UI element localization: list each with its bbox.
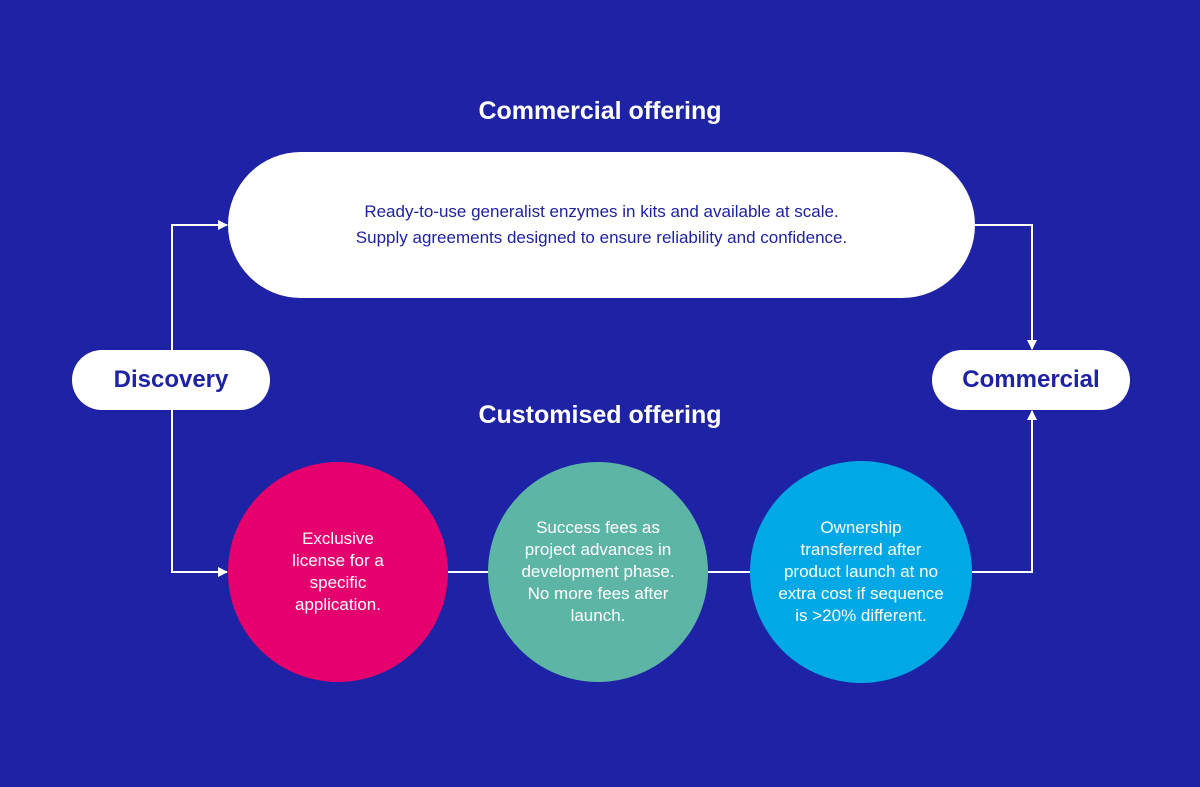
success-fees-step: Success fees as project advances in deve…	[488, 462, 708, 682]
arrow-discovery-to-commercial-offering	[171, 220, 228, 350]
exclusive-license-step: Exclusive license for a specific applica…	[228, 462, 448, 682]
discovery-node: Discovery	[72, 350, 270, 410]
arrow-ownership-to-commercial	[972, 410, 1037, 573]
ownership-transfer-step: Ownership transferred after product laun…	[750, 461, 972, 683]
commercial-offering-line-2: Supply agreements designed to ensure rel…	[355, 228, 848, 247]
arrow-offering-to-commercial	[975, 224, 1037, 350]
commercial-node: Commercial	[932, 350, 1130, 410]
commercial-offering-title: Commercial offering	[478, 97, 722, 125]
commercial-offering-line-1: Ready-to-use generalist enzymes in kits …	[364, 202, 839, 221]
customised-offering-title: Customised offering	[478, 401, 722, 429]
arrow-discovery-to-license	[171, 410, 228, 577]
commercial-offering-box: Ready-to-use generalist enzymes in kits …	[228, 152, 975, 298]
